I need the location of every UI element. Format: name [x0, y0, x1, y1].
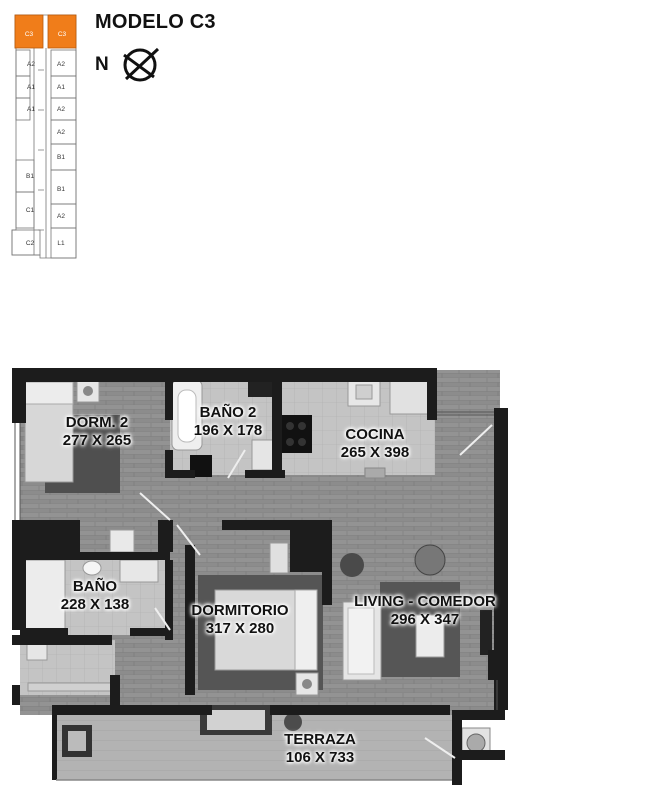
fridge — [389, 377, 429, 415]
floor-plan — [12, 368, 508, 785]
north-compass-icon — [123, 47, 160, 82]
keyplan-label: B1 — [57, 186, 65, 193]
cooktop — [280, 415, 312, 453]
tv — [480, 610, 492, 655]
keyplan-label: B1 — [57, 154, 65, 161]
keyplan-label: A2 — [57, 61, 65, 68]
keyplan-unit-c3-left — [14, 14, 44, 49]
keyplan-label: L1 — [57, 240, 65, 247]
keyplan-label: A1 — [27, 84, 35, 91]
armchair — [414, 544, 446, 576]
coffee-table — [415, 614, 445, 658]
keyplan-label: A2 — [57, 106, 65, 113]
sink — [251, 439, 275, 471]
keyplan-label: B1 — [26, 173, 34, 180]
page-title: MODELO C3 — [95, 11, 216, 33]
keyplan-label: C2 — [26, 240, 35, 247]
keyplan-label: A1 — [27, 106, 35, 113]
keyplan-label: A2 — [57, 213, 65, 220]
plant — [340, 553, 364, 577]
keyplan-label: C1 — [26, 207, 35, 214]
keyplan-label: A1 — [57, 84, 65, 91]
keyplan-label: A2 — [27, 61, 35, 68]
north-label: N — [95, 54, 109, 75]
keyplan-unit-c3-right — [47, 14, 77, 49]
walls — [12, 368, 508, 785]
keyplan-label: C3 — [25, 31, 34, 38]
key-plan: C3 C3 A2 A1 A1 B1 C1 C2 A2 A1 A2 A2 B1 B… — [11, 14, 77, 259]
keyplan-label: A2 — [57, 129, 65, 136]
toilet — [82, 560, 102, 576]
keyplan-label: C3 — [58, 31, 67, 38]
